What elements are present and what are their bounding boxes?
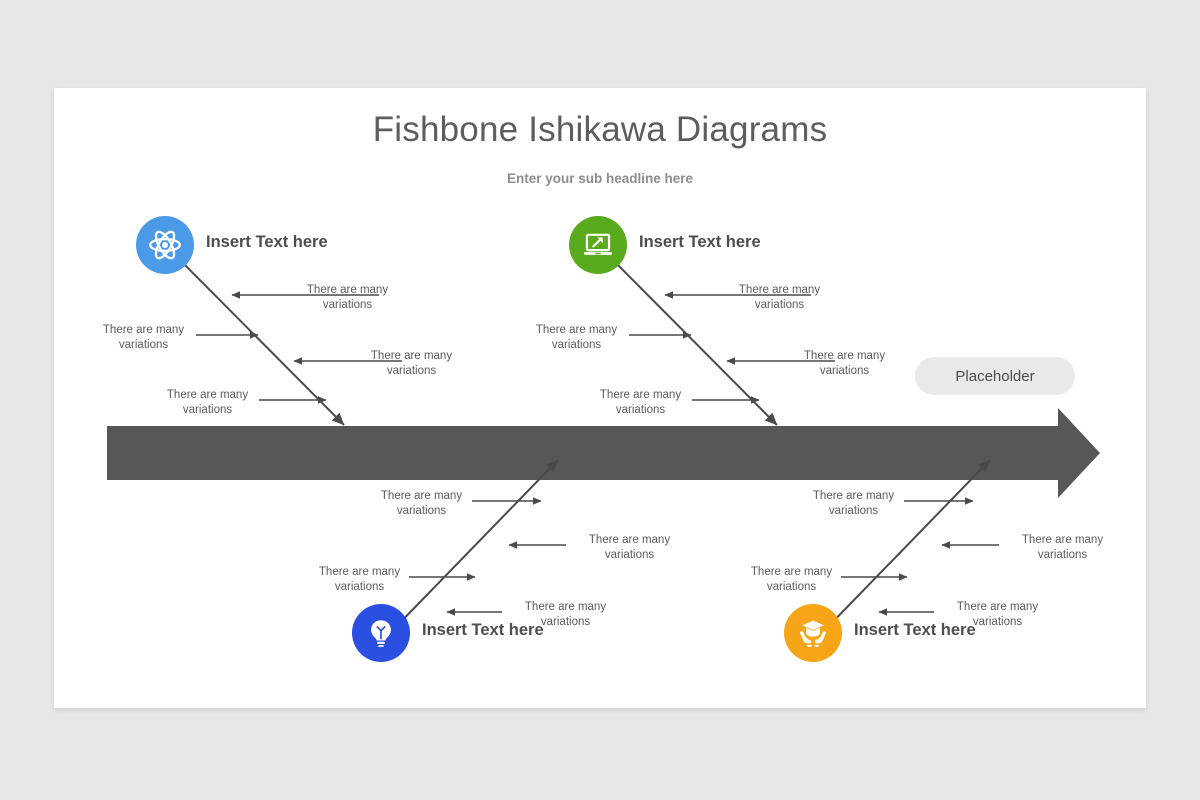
bone-top-left bbox=[171, 251, 402, 426]
slide-canvas: Fishbone Ishikawa Diagrams Enter your su… bbox=[54, 88, 1146, 708]
category-node-top-left[interactable]: Insert Text here bbox=[136, 216, 406, 274]
category-label: Insert Text here bbox=[639, 233, 761, 251]
branch-label: There are many variations bbox=[166, 389, 249, 416]
category-label: Insert Text here bbox=[854, 621, 976, 639]
bone-top-right bbox=[604, 251, 835, 426]
placeholder-badge[interactable]: Placeholder bbox=[915, 357, 1075, 395]
bone-bottom-right bbox=[821, 459, 999, 634]
page-subtitle: Enter your sub headline here bbox=[506, 171, 694, 186]
branch-label: There are many variations bbox=[750, 566, 833, 593]
branch-label: There are many variations bbox=[956, 601, 1039, 628]
atom-icon bbox=[136, 216, 194, 274]
graduation-hands-icon bbox=[784, 604, 842, 662]
laptop-growth-icon bbox=[569, 216, 627, 274]
branch-label: There are many variations bbox=[588, 534, 671, 561]
category-node-bottom-right[interactable]: Insert Text here bbox=[784, 604, 1054, 662]
category-label: Insert Text here bbox=[422, 621, 544, 639]
category-node-top-right[interactable]: Insert Text here bbox=[569, 216, 839, 274]
branch-label: There are many variations bbox=[599, 389, 682, 416]
lightbulb-icon bbox=[352, 604, 410, 662]
bone-bottom-left bbox=[389, 459, 566, 634]
branch-label: There are many variations bbox=[370, 350, 453, 377]
page-title: Fishbone Ishikawa Diagrams bbox=[372, 110, 828, 149]
branch-label: There are many variations bbox=[1021, 534, 1104, 561]
category-label: Insert Text here bbox=[206, 233, 328, 251]
branch-label: There are many variations bbox=[524, 601, 607, 628]
branch-label: There are many variations bbox=[306, 284, 389, 311]
category-node-bottom-left[interactable]: Insert Text here bbox=[352, 604, 622, 662]
spine-arrow bbox=[107, 408, 1100, 498]
branch-label: There are many variations bbox=[803, 350, 886, 377]
fishbone-artwork bbox=[107, 251, 1100, 634]
branch-label: There are many variations bbox=[812, 490, 895, 517]
branch-label: There are many variations bbox=[738, 284, 821, 311]
branch-label: There are many variations bbox=[535, 324, 618, 351]
branch-label: There are many variations bbox=[318, 566, 401, 593]
branch-label: There are many variations bbox=[380, 490, 463, 517]
branch-label: There are many variations bbox=[102, 324, 185, 351]
